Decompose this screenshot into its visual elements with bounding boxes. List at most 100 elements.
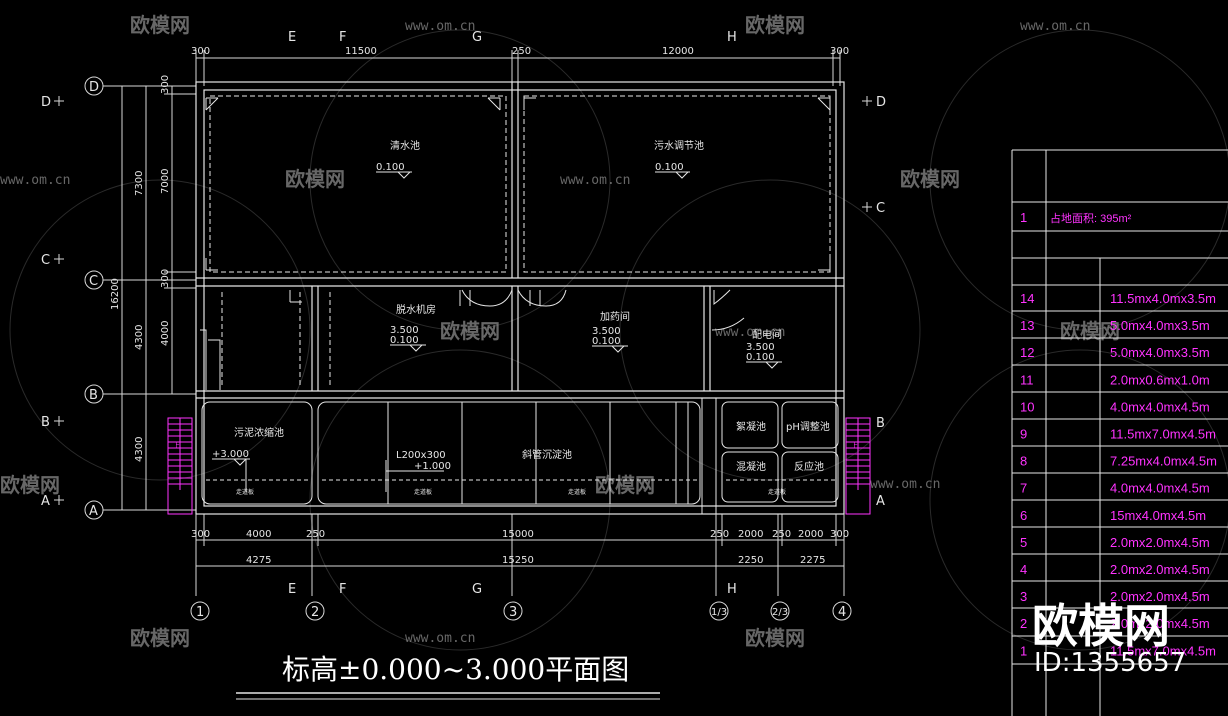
grid-row-D-bubble: D bbox=[89, 80, 99, 95]
bottom-dim1-0: 300 bbox=[191, 529, 210, 540]
grid-row-A-bubble: A bbox=[89, 504, 98, 519]
watermark-brand-4: 欧模网 bbox=[900, 167, 960, 191]
bottom-dim2-1: 15250 bbox=[502, 555, 534, 566]
grid-letter-F-top: F bbox=[339, 30, 346, 45]
beam-size: L200x300 bbox=[396, 450, 446, 461]
elev-sludge: +3.000 bbox=[212, 449, 249, 460]
table-row-no: 10 bbox=[1020, 399, 1034, 414]
area-row-no: 1 bbox=[1020, 210, 1027, 225]
grid-row-A-right: A bbox=[876, 494, 885, 509]
table-row-size: 15mx4.0mx4.5m bbox=[1110, 508, 1206, 523]
grid-row-D-left: D bbox=[41, 95, 51, 110]
table-row-no: 14 bbox=[1020, 291, 1034, 306]
room-sludge: 污泥浓缩池 bbox=[234, 426, 284, 439]
grid-letter-H-top: H bbox=[727, 30, 737, 45]
grid-letter-H-bottom: H bbox=[727, 582, 737, 597]
corridor-label-3: 走道板 bbox=[568, 488, 586, 496]
dashed-inner-lines bbox=[209, 95, 837, 388]
bottom-dimension-values-row1: 300 4000 250 15000 250 2000 250 2000 300 bbox=[191, 529, 849, 540]
grid-letter-E-top: E bbox=[288, 30, 296, 45]
elev-elec-top: 3.500 bbox=[746, 342, 775, 353]
table-row-size: 5.0mx4.0mx3.5m bbox=[1110, 345, 1210, 360]
top-dimension-values: 300 11500 250 12000 300 bbox=[191, 46, 849, 57]
watermark-url-4: www.om.cn bbox=[0, 173, 70, 188]
watermark-url-6: www.om.cn bbox=[870, 477, 940, 492]
watermark-brand-6: 欧模网 bbox=[1060, 319, 1120, 343]
right-stair bbox=[845, 417, 871, 515]
room-labels: 清水池 污水调节池 脱水机房 加药间 配电间 污泥浓缩池 斜管沉淀池 絮凝池 p… bbox=[234, 139, 830, 473]
grid-col-bubbles bbox=[190, 601, 852, 621]
watermark-id: ID:1355657 bbox=[1034, 648, 1187, 678]
grid-row-D-right: D bbox=[876, 95, 886, 110]
grid-row-B-bubble: B bbox=[89, 388, 98, 403]
corridor-label-4: 走道板 bbox=[768, 488, 786, 496]
watermark-url-1: www.om.cn bbox=[405, 19, 475, 34]
elev-elec: 0.100 bbox=[746, 352, 775, 363]
elev-dosing-top: 3.500 bbox=[592, 326, 621, 337]
left-inner-dim-4000: 4000 bbox=[160, 321, 171, 346]
room-dosing: 加药间 bbox=[600, 310, 630, 323]
watermark-brand-9: 欧模网 bbox=[130, 626, 190, 650]
bottom-dim1-5: 2000 bbox=[738, 529, 763, 540]
elev-clear-water: 0.100 bbox=[376, 162, 405, 173]
room-flocc: 絮凝池 bbox=[736, 420, 766, 433]
watermark-brand-large: 欧模网 bbox=[1032, 599, 1170, 653]
bottom-dim1-7: 2000 bbox=[798, 529, 823, 540]
left-dim-16200: 16200 bbox=[110, 278, 121, 310]
watermark-url-5: www.om.cn bbox=[715, 325, 785, 340]
table-row-size: 5.0mx4.0mx3.5m bbox=[1110, 318, 1210, 333]
left-inner-dim-300-a: 300 bbox=[160, 75, 171, 94]
grid-letter-G-top: G bbox=[472, 30, 482, 45]
table-row-size: 4.0mx4.0mx4.5m bbox=[1110, 481, 1210, 496]
table-row-no: 2 bbox=[1020, 616, 1027, 631]
elev-dosing: 0.100 bbox=[592, 336, 621, 347]
top-dim-4: 300 bbox=[830, 46, 849, 57]
elevation-symbols bbox=[212, 171, 782, 492]
grid-col-1: 1 bbox=[196, 605, 204, 620]
elev-sewage-adjust: 0.100 bbox=[655, 162, 684, 173]
corner-fillets bbox=[205, 97, 831, 306]
bottom-dim1-2: 250 bbox=[306, 529, 325, 540]
left-dim-7300: 7300 bbox=[134, 171, 145, 196]
left-dimension-values: 7300 4300 4300 16200 300 7000 300 4000 bbox=[110, 75, 171, 462]
table-row-no: 6 bbox=[1020, 508, 1027, 523]
grid-row-C-bubble: C bbox=[89, 274, 98, 289]
table-row-no: 3 bbox=[1020, 589, 1027, 604]
tank-row bbox=[201, 398, 839, 514]
left-stair-label: 上 bbox=[173, 441, 180, 450]
room-sewage-adjust: 污水调节池 bbox=[654, 139, 704, 152]
grid-row-ticks bbox=[54, 96, 872, 505]
bottom-dim1-8: 300 bbox=[830, 529, 849, 540]
bottom-dim2-2: 2250 bbox=[738, 555, 763, 566]
bottom-dim1-3: 15000 bbox=[502, 529, 534, 540]
area-row-text: 占地面积: 395m² bbox=[1050, 211, 1132, 225]
bottom-grid-letters: E F G H bbox=[288, 582, 737, 597]
grid-col-1-3: 1/3 bbox=[711, 607, 727, 618]
top-dim-0: 300 bbox=[191, 46, 210, 57]
table-row-size: 2.0mx2.0mx4.5m bbox=[1110, 616, 1210, 631]
table-row-no: 13 bbox=[1020, 318, 1034, 333]
spec-table-frame bbox=[1011, 149, 1228, 716]
table-row-no: 5 bbox=[1020, 535, 1027, 550]
watermark-brand-3: 欧模网 bbox=[285, 167, 345, 191]
right-stair-label: 上 bbox=[851, 441, 858, 450]
bottom-dimension-lines bbox=[195, 514, 845, 596]
building-walls bbox=[195, 81, 845, 515]
table-row-size: 11.5mx7.0mx4.5m bbox=[1110, 643, 1216, 658]
elev-dewater: 0.100 bbox=[390, 335, 419, 346]
grid-row-B-right: B bbox=[876, 416, 885, 431]
table-row-no: 12 bbox=[1020, 345, 1034, 360]
table-row-no: 4 bbox=[1020, 562, 1027, 577]
table-row-size: 7.25mx4.0mx4.5m bbox=[1110, 454, 1217, 469]
table-row-size: 2.0mx2.0mx4.5m bbox=[1110, 589, 1210, 604]
table-row-size: 2.0mx0.6mx1.0m bbox=[1110, 372, 1210, 387]
bottom-dim2-3: 2275 bbox=[800, 555, 825, 566]
spec-table-row-lines bbox=[1012, 310, 1228, 637]
table-row-size: 4.0mx4.0mx4.5m bbox=[1110, 399, 1210, 414]
room-electrical: 配电间 bbox=[752, 328, 782, 341]
grid-row-bubbles bbox=[84, 76, 122, 520]
grid-col-3: 3 bbox=[509, 605, 517, 620]
grid-letter-F-bottom: F bbox=[339, 582, 346, 597]
